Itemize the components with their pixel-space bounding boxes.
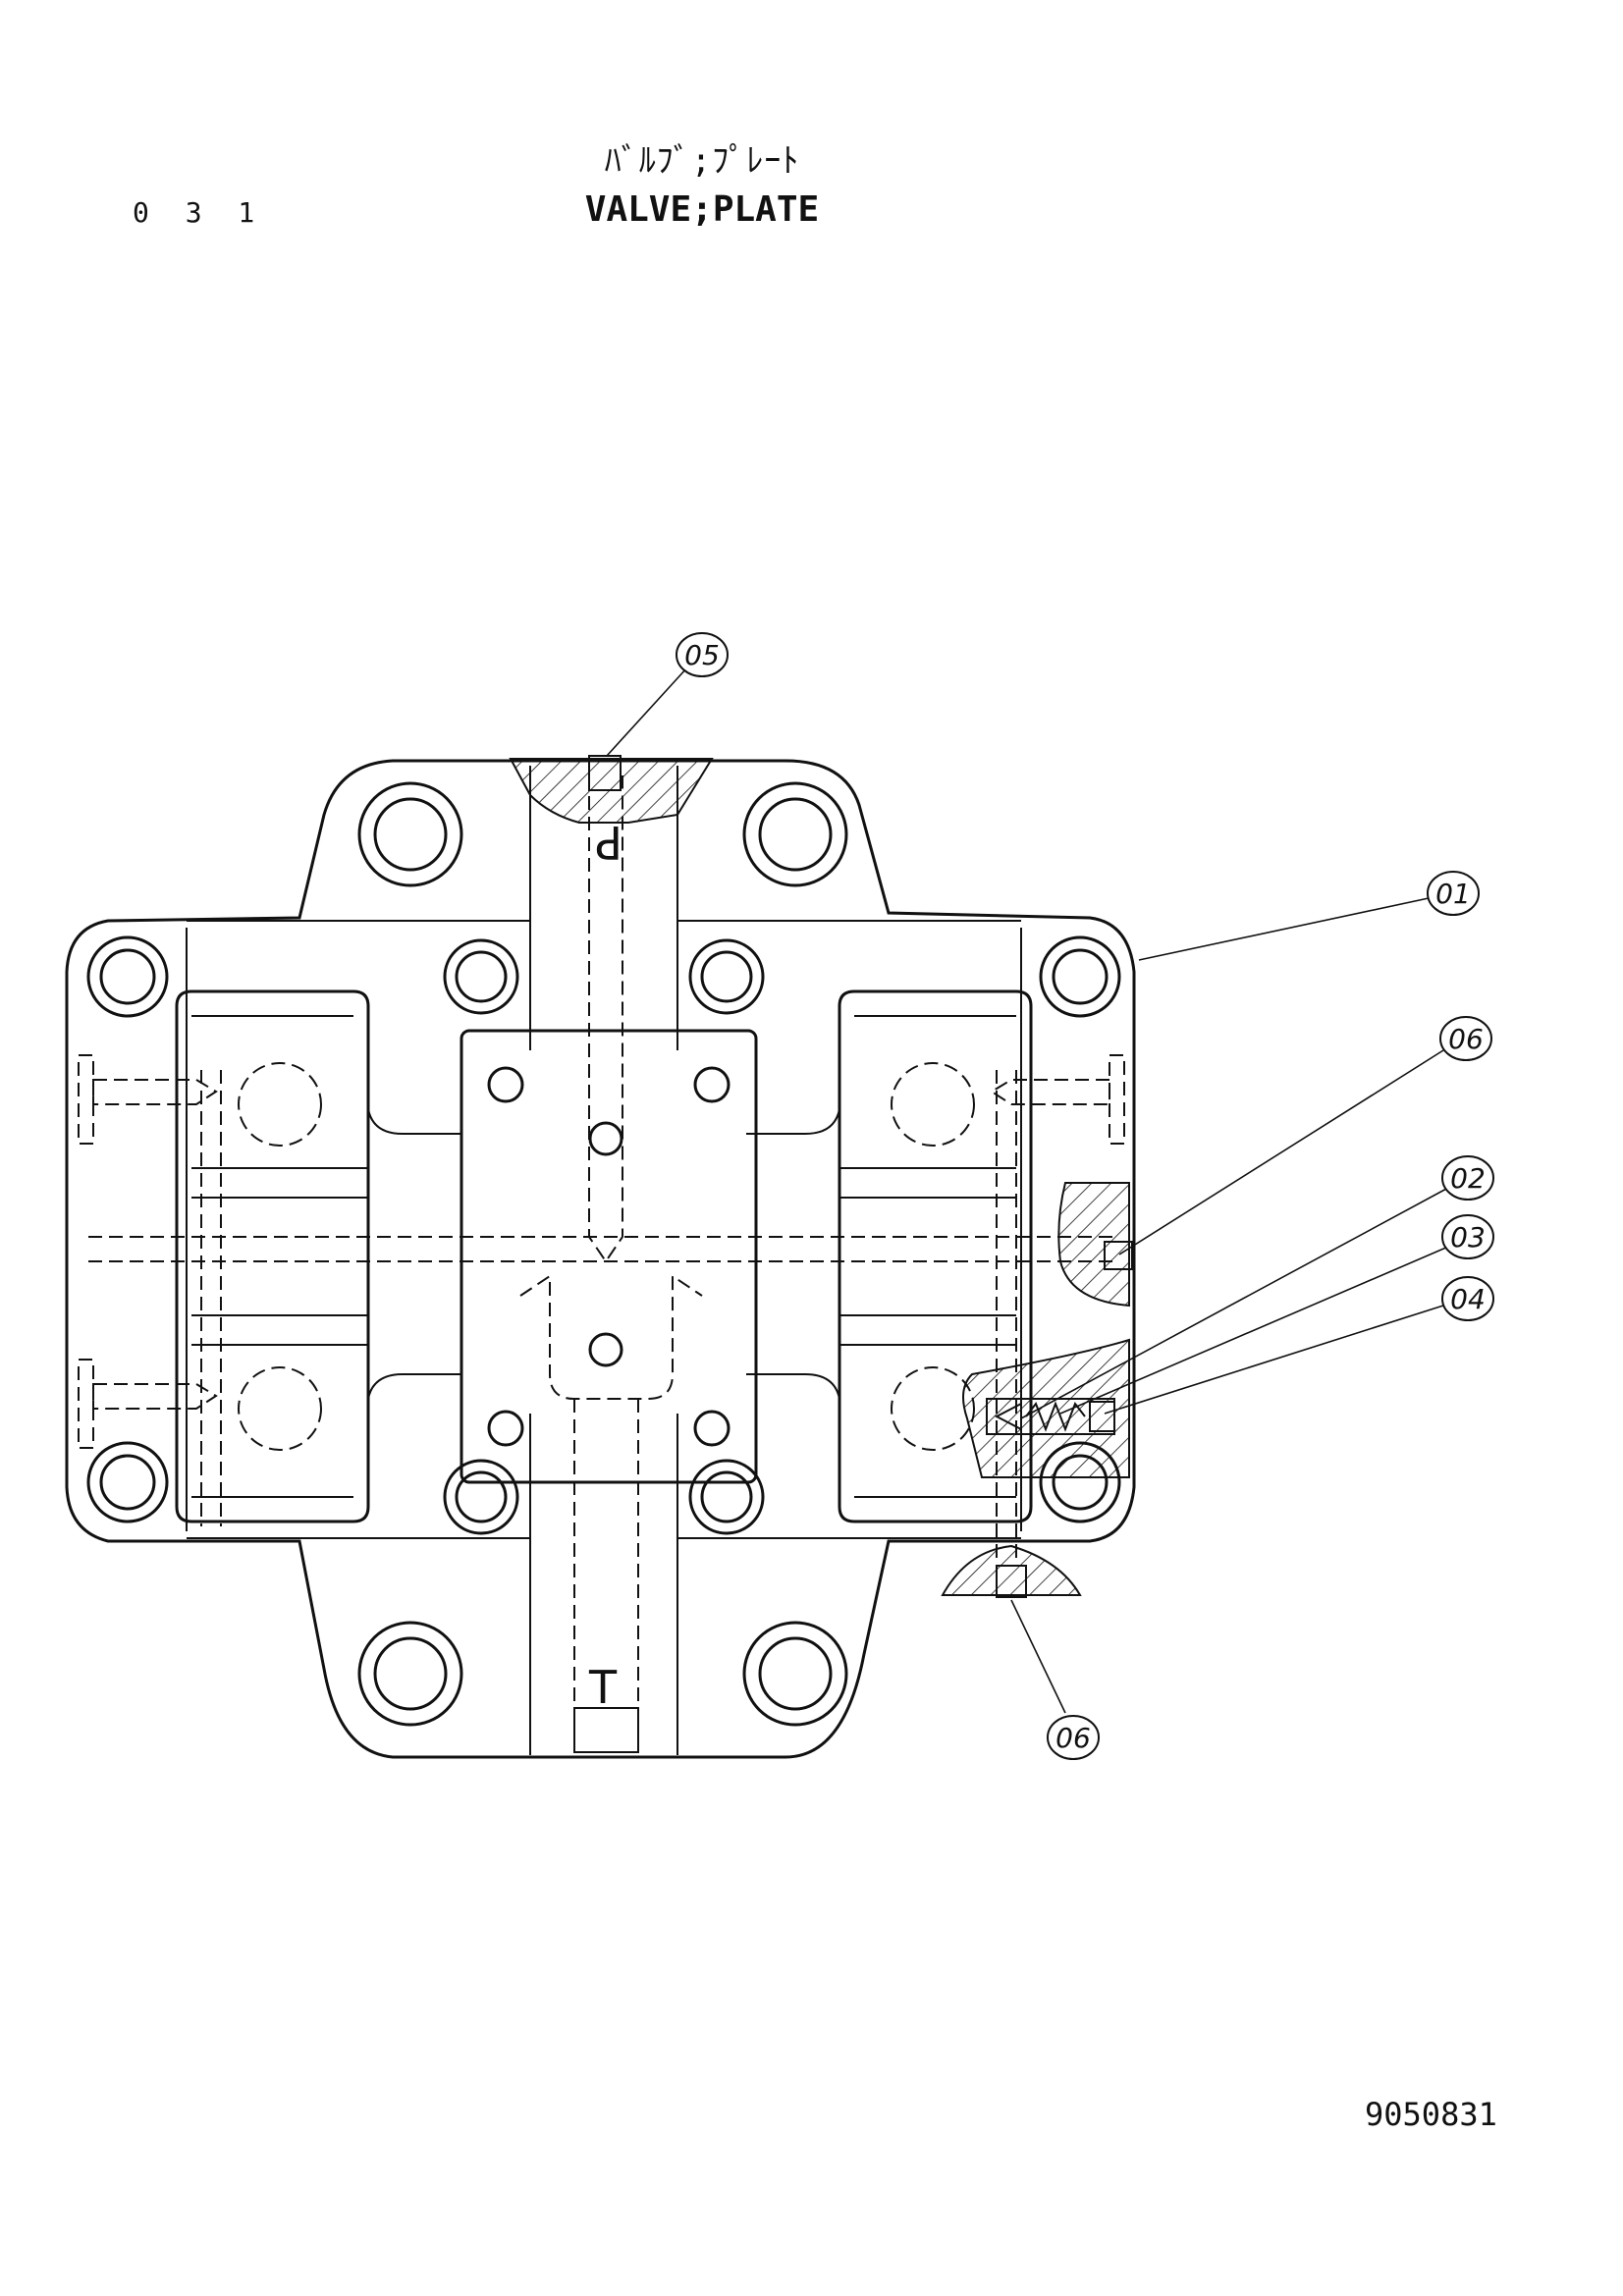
plate-hole	[487, 1410, 524, 1447]
leader-04	[1104, 1305, 1444, 1415]
svg-text:02: 02	[1450, 1162, 1486, 1195]
hidden-plug	[92, 1079, 218, 1105]
plate-hole	[693, 1066, 730, 1103]
center-plate	[460, 1029, 758, 1484]
svg-text:04: 04	[1450, 1283, 1486, 1315]
svg-text:03: 03	[1450, 1221, 1486, 1254]
body-outline	[65, 759, 1136, 1759]
callout-03: 03	[1441, 1214, 1494, 1259]
cavity-edge	[746, 1108, 840, 1135]
port-mark-p: P	[595, 816, 622, 869]
check-valve-plug	[1089, 1401, 1115, 1432]
plate-hole	[487, 1066, 524, 1103]
svg-text:06: 06	[1055, 1722, 1091, 1754]
page-number: 0 3 1	[133, 196, 265, 229]
title-english: VALVE;PLATE	[584, 189, 820, 230]
callout-06-bottom: 06	[1047, 1715, 1100, 1760]
plate-port	[588, 1121, 623, 1156]
callout-05: 05	[676, 632, 729, 677]
leader-02	[1020, 1187, 1449, 1419]
cavity-edge	[367, 1373, 461, 1400]
cavity-edge	[746, 1373, 840, 1400]
hidden-plug	[1109, 1054, 1125, 1145]
plate-hole	[693, 1410, 730, 1447]
plug-06-bottom	[996, 1565, 1027, 1598]
svg-text:05: 05	[684, 639, 720, 671]
document-number: 9050831	[1365, 2096, 1497, 2133]
port-mark-t: T	[588, 1661, 618, 1714]
leader-01	[1138, 897, 1430, 961]
check-valve-spring	[1025, 1401, 1086, 1432]
callout-01: 01	[1427, 871, 1480, 916]
hidden-bore	[238, 1062, 322, 1147]
hidden-bore	[238, 1366, 322, 1451]
check-valve-poppet	[994, 1402, 1022, 1431]
leader-05	[606, 667, 688, 757]
right-cavity	[838, 989, 1033, 1523]
hidden-passage-t	[573, 1399, 639, 1747]
cavity-edge	[367, 1108, 461, 1135]
title-japanese: ﾊﾞﾙﾌﾞ;ﾌﾟﾚｰﾄ	[604, 141, 800, 181]
left-cavity	[175, 989, 370, 1523]
callout-04: 04	[1441, 1276, 1494, 1321]
callout-06-right: 06	[1439, 1016, 1492, 1061]
mounting-holes	[86, 781, 1121, 1727]
plate-port	[588, 1332, 623, 1367]
hidden-plug	[78, 1054, 94, 1145]
plug-06-right	[1104, 1241, 1133, 1270]
callout-02: 02	[1441, 1155, 1494, 1201]
hidden-bore	[891, 1366, 975, 1451]
leader-06b	[1010, 1599, 1066, 1714]
port-t-fitting	[573, 1707, 639, 1753]
hidden-plug	[990, 1079, 1110, 1105]
svg-text:01: 01	[1435, 878, 1471, 910]
svg-text:06: 06	[1448, 1023, 1484, 1055]
hidden-plug	[78, 1359, 94, 1449]
leader-03	[1059, 1246, 1449, 1415]
section-bottom-right	[941, 1544, 1082, 1596]
hidden-passage	[519, 1274, 703, 1400]
hidden-plug	[92, 1383, 218, 1410]
section-right-mid	[1057, 1182, 1130, 1308]
plug-05	[588, 755, 622, 791]
leader-06a	[1118, 1049, 1444, 1255]
section-right-lower	[962, 1338, 1130, 1478]
hidden-bore	[891, 1062, 975, 1147]
